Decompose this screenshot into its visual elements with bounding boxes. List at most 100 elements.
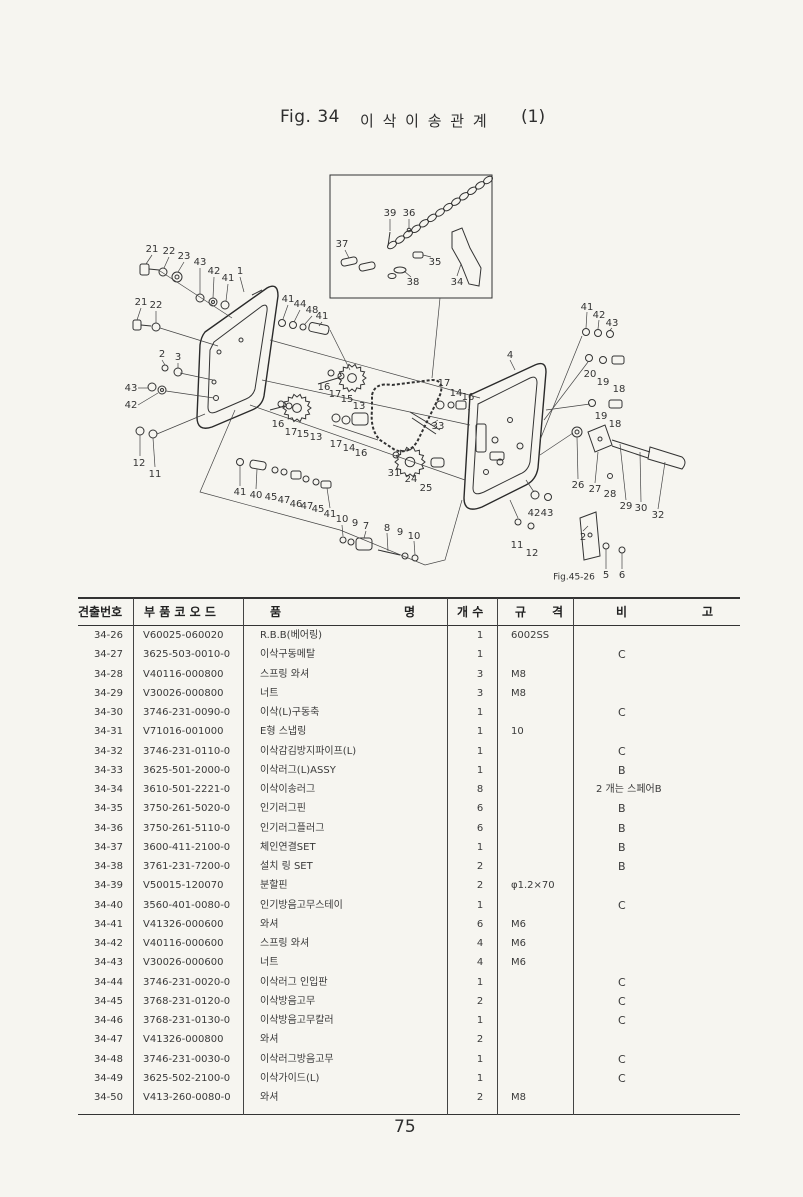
cell-part-code: 3746-231-0090-0 [143,707,231,718]
chain-link [467,186,477,196]
cell-item-number: 34-43 [93,957,123,969]
cell-part-code: V71016-001000 [143,726,224,738]
callout-number: 21 [146,244,159,255]
cell-part-name: 와셔 [260,1092,279,1103]
table-row: 34-36 3750-261-5110-0 인기러그플러그 6 B [78,819,740,838]
cell-item-number: 34-30 [93,707,123,718]
callout-number: 47 [301,501,314,512]
callout-number: 14 [450,388,463,399]
callout-number: 39 [384,208,397,219]
cell-item-number: 34-32 [93,745,123,757]
cell-quantity: 1 [476,745,484,757]
cell-remarks: C [618,706,626,719]
right-side-plate [463,362,547,510]
cell-part-name: E형 스냅링 [260,726,307,738]
callout-number: 3 [175,352,181,363]
cell-spec: M6 [511,938,526,949]
cell-part-code: V30026-000800 [143,687,224,699]
cell-part-code: 3750-261-5110-0 [143,822,231,834]
cell-remarks: C [618,898,626,912]
cell-part-code: 3610-501-2221-0 [143,784,231,795]
chain-link [427,213,437,223]
callout-number: 8 [384,523,390,534]
cell-part-name: 인기방음고무스테이 [260,899,343,911]
callout-number: 10 [408,531,421,542]
sprocket [394,446,426,478]
cell-part-name: 와셔 [260,1034,279,1046]
callout-number: 44 [294,299,307,310]
callout-number: 31 [388,468,401,479]
callout-number: 12 [133,458,146,469]
callout-number: 18 [613,384,626,395]
callout-number: 19 [595,411,608,422]
cell-quantity: 1 [476,707,484,718]
cell-item-number: 34-27 [93,649,123,661]
cell-quantity: 8 [476,784,484,795]
callout-number: 23 [178,251,191,262]
chain-link [483,175,493,185]
cell-part-name: 이삭러그 인입판 [260,976,328,988]
callout-number: 16 [462,392,475,403]
cell-part-code: V413-260-0080-0 [143,1092,231,1103]
cell-part-name: 스프링 와셔 [260,668,310,680]
callout-number: 19 [597,377,610,388]
chain-link [459,192,469,201]
cell-part-name: 와셔 [260,918,279,930]
cell-part-code: V40116-000600 [143,938,224,949]
callout-number: 16 [318,382,331,393]
cell-item-number: 34-39 [93,880,123,892]
callout-number: 16 [272,419,285,430]
callout-number: 27 [589,484,602,495]
callout-number: 22 [150,300,163,311]
cell-item-number: 34-36 [93,822,123,834]
chain-guide [409,411,441,435]
header-spec-left: 규 [515,605,527,619]
callout-number: 35 [429,257,442,268]
cell-part-code: V41326-000800 [143,1034,224,1046]
cell-part-name: 스프링 와셔 [260,938,310,949]
cell-remarks: C [618,994,626,1008]
callout-number: 40 [250,490,263,501]
callout-number: 15 [341,394,354,405]
callout-number: 21 [135,297,148,308]
cell-part-name: 이삭방음고무칼러 [260,1015,334,1026]
sprocket-hub [404,456,416,468]
cell-remarks: B [618,821,626,835]
left-side-plate [196,285,279,429]
sprocket-hub [347,373,357,383]
header-item-number: 견출번호 [78,605,123,619]
callout-number: 33 [432,421,445,432]
callout-number: 13 [310,432,323,443]
cell-quantity: 3 [476,668,484,680]
cell-item-number: 34-37 [93,841,123,853]
callout-number: 12 [526,548,539,559]
cell-part-name: 이삭감김방지파이프(L) [260,745,357,757]
cell-part-name: 인기러그플러그 [260,822,325,834]
cell-quantity: 1 [476,1015,484,1026]
table-top-rule [78,597,740,599]
cell-part-code: V41326-000600 [143,918,224,930]
cell-item-number: 34-49 [93,1072,123,1084]
header-part-name-right: 명 [404,605,416,619]
cell-spec: M8 [511,687,526,699]
cell-part-name: 분할핀 [260,880,288,892]
callout-number: 43 [541,508,554,519]
cell-quantity: 6 [476,822,484,834]
callout-number: 42 [593,310,606,321]
cell-remarks: 2 개는 스페어B [596,784,662,795]
cell-remarks: B [618,763,626,777]
callout-number: 20 [584,369,597,380]
inset-lead-line [431,297,441,379]
